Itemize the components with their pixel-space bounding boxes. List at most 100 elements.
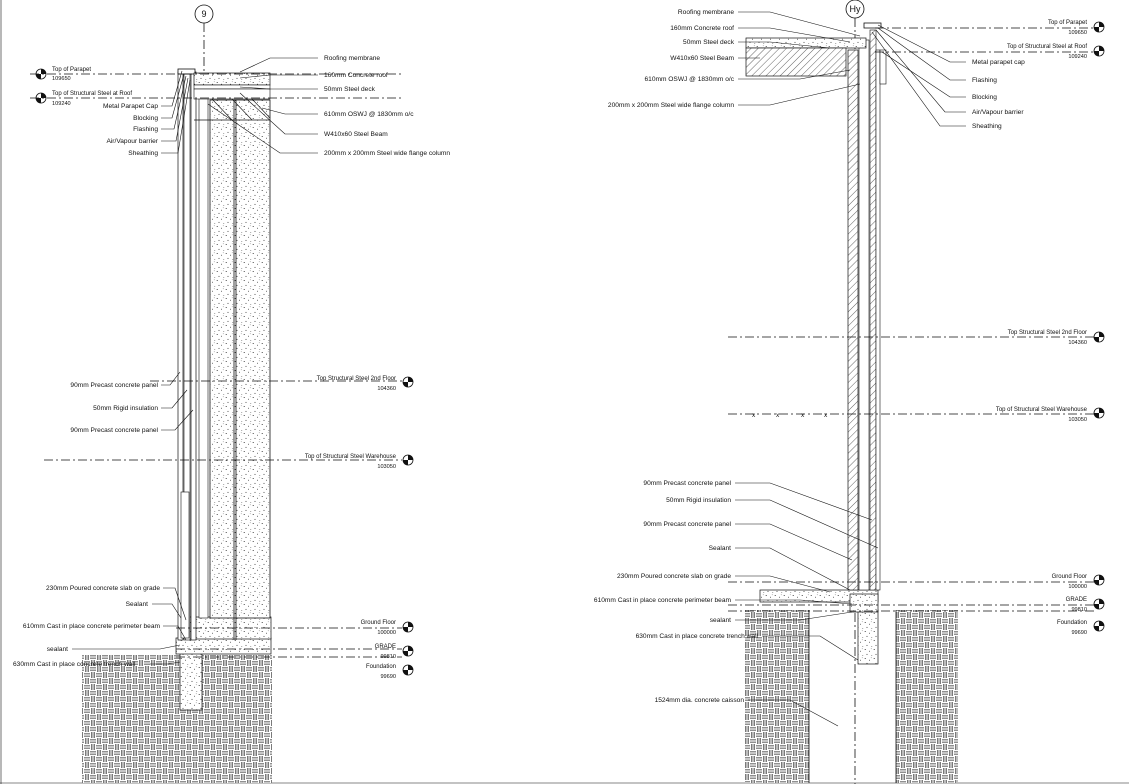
svg-text:x: x bbox=[801, 412, 805, 419]
svg-text:90mm Precast concrete panel: 90mm Precast concrete panel bbox=[643, 480, 731, 487]
svg-text:Sealant: Sealant bbox=[126, 601, 149, 608]
left-steel-column bbox=[198, 95, 209, 619]
svg-text:610mm OSWJ @ 1830mm o/c: 610mm OSWJ @ 1830mm o/c bbox=[324, 111, 414, 118]
svg-text:100000: 100000 bbox=[377, 630, 396, 636]
left-soil bbox=[82, 655, 272, 783]
svg-text:Metal Parapet Cap: Metal Parapet Cap bbox=[103, 103, 158, 110]
left-level-top-steel-roof: Top of Structural Steel at Roof 109240 bbox=[35, 91, 132, 107]
right-blocking bbox=[879, 49, 887, 85]
right-grid-label: Hy bbox=[850, 4, 861, 14]
svg-text:109240: 109240 bbox=[52, 101, 71, 107]
right-rigid-insulation bbox=[875, 49, 881, 591]
left-level-grade: GRADE 99810 bbox=[375, 644, 414, 660]
svg-text:Top of Parapet: Top of Parapet bbox=[52, 67, 91, 73]
svg-text:1524mm dia. concrete caisson: 1524mm dia. concrete caisson bbox=[655, 697, 745, 704]
svg-text:104360: 104360 bbox=[377, 386, 396, 392]
svg-text:Top of Structural Steel at Roo: Top of Structural Steel at Roof bbox=[52, 91, 132, 97]
right-annotations-left-top: Roofing membrane 160mm Concrete roof 50m… bbox=[608, 9, 861, 109]
svg-text:Foundation: Foundation bbox=[1057, 620, 1087, 626]
svg-text:230mm Poured concrete slab on: 230mm Poured concrete slab on grade bbox=[617, 573, 731, 580]
svg-text:230mm Poured concrete slab on: 230mm Poured concrete slab on grade bbox=[46, 585, 160, 592]
left-steel-beam bbox=[193, 88, 271, 100]
right-level-ground-floor: Ground Floor 100000 bbox=[1052, 574, 1105, 590]
svg-text:sealant: sealant bbox=[710, 617, 731, 624]
left-annotations-left-mid: 90mm Precast concrete panel 50mm Rigid i… bbox=[70, 371, 194, 434]
svg-text:104360: 104360 bbox=[1068, 340, 1087, 346]
right-annotations-left-mid: 90mm Precast concrete panel 50mm Rigid i… bbox=[594, 480, 879, 727]
svg-text:Roofing membrane: Roofing membrane bbox=[324, 55, 380, 62]
left-perimeter-beam bbox=[175, 637, 272, 655]
svg-text:x: x bbox=[752, 412, 756, 419]
svg-text:99690: 99690 bbox=[380, 674, 396, 680]
svg-text:630mm Cast in place concrete t: 630mm Cast in place concrete trench wall bbox=[636, 633, 759, 640]
svg-text:Ground Floor: Ground Floor bbox=[361, 620, 396, 626]
svg-text:Air/Vapour barrier: Air/Vapour barrier bbox=[106, 138, 158, 145]
svg-text:Top of Parapet: Top of Parapet bbox=[1048, 20, 1087, 26]
svg-text:610mm Cast in place concrete p: 610mm Cast in place concrete perimeter b… bbox=[594, 597, 732, 604]
svg-text:GRADE: GRADE bbox=[375, 644, 396, 650]
svg-text:90mm Precast concrete panel: 90mm Precast concrete panel bbox=[70, 382, 158, 389]
svg-text:103050: 103050 bbox=[1068, 417, 1087, 423]
svg-text:Sheathing: Sheathing bbox=[972, 123, 1002, 130]
right-soil-right bbox=[896, 610, 958, 783]
svg-text:Top of Structural Steel at Roo: Top of Structural Steel at Roof bbox=[1007, 44, 1087, 50]
right-steel-beam bbox=[745, 47, 847, 77]
left-trench-wall bbox=[179, 645, 203, 711]
svg-text:50mm Rigid insulation: 50mm Rigid insulation bbox=[666, 497, 731, 504]
svg-text:Metal parapet cap: Metal parapet cap bbox=[972, 59, 1025, 66]
svg-text:109650: 109650 bbox=[52, 76, 71, 82]
svg-text:Air/Vapour barrier: Air/Vapour barrier bbox=[972, 109, 1024, 116]
svg-text:Top of Structural Steel Wareho: Top of Structural Steel Warehouse bbox=[996, 407, 1088, 413]
svg-text:109650: 109650 bbox=[1068, 30, 1087, 36]
left-annotations-left-top: Metal Parapet Cap Blocking Flashing Air/… bbox=[103, 70, 191, 157]
left-level-warehouse: Top of Structural Steel Warehouse 103050 bbox=[305, 454, 414, 470]
svg-text:Blocking: Blocking bbox=[972, 94, 997, 101]
svg-text:Top Structural Steel 2nd Floor: Top Structural Steel 2nd Floor bbox=[1008, 330, 1087, 336]
right-annotations-right-top: Metal parapet cap Flashing Blocking Air/… bbox=[871, 24, 1025, 130]
svg-text:sealant: sealant bbox=[47, 646, 68, 653]
left-parapet-cap bbox=[177, 68, 196, 75]
left-joist-web bbox=[211, 98, 271, 121]
svg-text:50mm Steel deck: 50mm Steel deck bbox=[324, 86, 376, 93]
left-level-ground-floor: Ground Floor 100000 bbox=[361, 620, 414, 636]
right-level-top-steel-roof: Top of Structural Steel at Roof 109240 bbox=[1007, 44, 1105, 60]
right-parapet-cap bbox=[863, 22, 882, 29]
right-level-warehouse: Top of Structural Steel Warehouse 103050 bbox=[996, 407, 1105, 423]
svg-text:Top of Structural Steel Wareho: Top of Structural Steel Warehouse bbox=[305, 454, 397, 460]
right-level-grade: GRADE 99810 bbox=[1066, 597, 1105, 613]
svg-text:Ground Floor: Ground Floor bbox=[1052, 574, 1087, 580]
svg-text:160mm Concrete roof: 160mm Concrete roof bbox=[324, 72, 388, 79]
left-grid-label: 9 bbox=[201, 9, 206, 19]
svg-text:W410x60 Steel Beam: W410x60 Steel Beam bbox=[324, 131, 388, 138]
svg-text:50mm Rigid insulation: 50mm Rigid insulation bbox=[93, 405, 158, 412]
svg-text:610mm OSWJ @ 1830mm o/c: 610mm OSWJ @ 1830mm o/c bbox=[644, 76, 734, 83]
svg-text:x: x bbox=[776, 412, 780, 419]
svg-text:99810: 99810 bbox=[380, 654, 396, 660]
svg-text:x: x bbox=[824, 412, 828, 419]
right-trench-wall bbox=[857, 609, 879, 665]
svg-text:W410x60 Steel Beam: W410x60 Steel Beam bbox=[670, 55, 734, 62]
svg-text:Foundation: Foundation bbox=[366, 664, 396, 670]
svg-text:109240: 109240 bbox=[1068, 54, 1087, 60]
svg-text:160mm Concrete roof: 160mm Concrete roof bbox=[670, 25, 734, 32]
right-level-2nd-floor: Top Structural Steel 2nd Floor 104360 bbox=[1008, 330, 1105, 346]
left-precast-panel-inner bbox=[190, 71, 197, 641]
left-lower-panel bbox=[180, 491, 190, 639]
left-concrete-roof bbox=[193, 72, 271, 86]
right-precast-panel-outer bbox=[847, 49, 859, 591]
svg-text:90mm Precast concrete panel: 90mm Precast concrete panel bbox=[70, 427, 158, 434]
left-annotations-left-bottom: 230mm Poured concrete slab on grade Seal… bbox=[13, 585, 187, 668]
svg-text:610mm Cast in place concrete p: 610mm Cast in place concrete perimeter b… bbox=[23, 623, 161, 630]
left-wall-section: 9 Top of Parapet bbox=[13, 4, 450, 783]
right-level-top-of-parapet: Top of Parapet 109650 bbox=[1048, 20, 1105, 36]
svg-text:Roofing membrane: Roofing membrane bbox=[678, 9, 734, 16]
right-precast-panel-inner bbox=[869, 29, 877, 591]
svg-text:103050: 103050 bbox=[377, 464, 396, 470]
svg-text:90mm Precast concrete panel: 90mm Precast concrete panel bbox=[643, 521, 731, 528]
svg-text:Sealant: Sealant bbox=[709, 545, 732, 552]
svg-text:200mm x 200mm Steel wide flang: 200mm x 200mm Steel wide flange column bbox=[608, 102, 734, 109]
svg-text:Blocking: Blocking bbox=[133, 115, 158, 122]
